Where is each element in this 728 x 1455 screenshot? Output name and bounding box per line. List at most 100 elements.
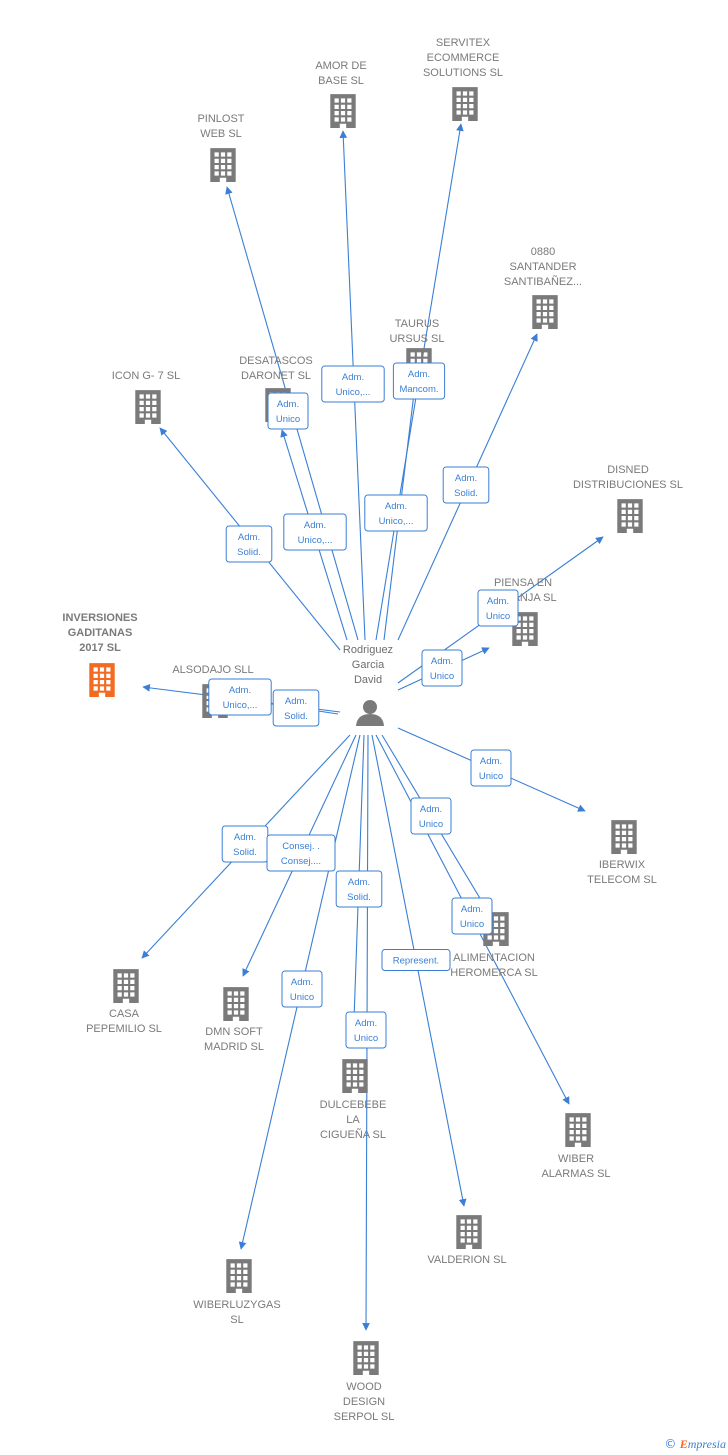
company-name: SANTIBAÑEZ... bbox=[504, 275, 582, 288]
role-badge-alsodajo[interactable]: Adm. Solid. bbox=[272, 689, 320, 727]
company-name: URSUS SL bbox=[389, 333, 444, 345]
role-badge-santander[interactable]: Adm.Solid. bbox=[442, 466, 490, 504]
company-name: IBERWIX bbox=[599, 859, 646, 871]
role-badge-iberwix[interactable]: Adm.Unico bbox=[470, 749, 512, 787]
company-name: PIENSA EN bbox=[494, 577, 552, 589]
building-icon bbox=[532, 295, 558, 329]
role-badge-inversiones[interactable]: Adm.Unico,... bbox=[208, 678, 272, 716]
role-badge-disned[interactable]: Adm.Unico bbox=[477, 589, 519, 627]
building-icon bbox=[89, 663, 115, 697]
role-badge-dmn-soft[interactable]: Consej. .Consej.... bbox=[266, 834, 336, 872]
role-label: Unico,... bbox=[336, 387, 371, 398]
company-node-alsodajo[interactable]: ALSODAJO SLL bbox=[172, 664, 254, 718]
role-badge-taurus[interactable]: Adm. Unico,... bbox=[364, 494, 428, 532]
person-name: Garcia bbox=[352, 659, 385, 671]
role-label: Adm. bbox=[285, 696, 307, 707]
role-label: Adm. bbox=[420, 804, 442, 815]
company-name: ALIMENTACION bbox=[453, 952, 535, 964]
role-label: Unico bbox=[460, 919, 484, 930]
building-icon bbox=[342, 1059, 368, 1093]
role-label: Represent. bbox=[393, 956, 439, 967]
role-badge-dulcebebe[interactable]: Adm.Solid. bbox=[335, 870, 383, 908]
company-node-desatascos[interactable]: DESATASCOS DARONET SL bbox=[239, 355, 313, 422]
role-badge-wood-design[interactable]: Adm.Unico bbox=[345, 1011, 387, 1049]
footer-brand: © Empresia bbox=[664, 1437, 726, 1452]
company-name: DESIGN bbox=[343, 1396, 385, 1408]
company-name: VALDERION SL bbox=[427, 1254, 506, 1266]
role-badge-desatascos[interactable]: Adm.Unico bbox=[267, 392, 309, 430]
company-node-alimentacion[interactable]: ALIMENTACION HEROMERCA SL bbox=[450, 912, 538, 979]
role-label: Unico bbox=[354, 1033, 378, 1044]
company-name: HEROMERCA SL bbox=[450, 967, 537, 979]
role-badge-casa-pepemilio[interactable]: Adm.Solid. bbox=[221, 825, 269, 863]
company-node-valderion[interactable]: VALDERION SL bbox=[427, 1215, 507, 1266]
company-node-santander[interactable]: 0880SANTANDERSANTIBAÑEZ... bbox=[504, 246, 582, 329]
company-node-amor-de-base[interactable]: AMOR DE BASE SL bbox=[315, 60, 367, 128]
company-name: AMOR DE bbox=[315, 60, 366, 72]
company-name: PEPEMILIO SL bbox=[86, 1023, 162, 1035]
role-badge-piensa[interactable]: Adm.Unico bbox=[421, 649, 463, 687]
role-badge-wiber-alarmas[interactable]: Adm. Unico bbox=[451, 897, 493, 935]
company-name: DMN SOFT bbox=[205, 1026, 263, 1038]
role-label: Unico,... bbox=[379, 516, 414, 527]
company-name: TAURUS bbox=[395, 318, 439, 330]
role-label: Adm. bbox=[461, 904, 483, 915]
company-name: SERVITEX bbox=[436, 37, 491, 49]
role-badge-servitex[interactable]: Adm.Mancom. bbox=[392, 362, 446, 400]
role-badge-wiberluzygas[interactable]: Adm.Unico bbox=[281, 970, 323, 1008]
company-node-wood-design[interactable]: WOOD DESIGN SERPOL SL bbox=[334, 1341, 395, 1423]
company-node-casa-pepemilio[interactable]: CASA PEPEMILIO SL bbox=[86, 969, 162, 1035]
company-name: CASA bbox=[109, 1008, 140, 1020]
building-icon bbox=[456, 1215, 482, 1249]
role-badge-alimentacion[interactable]: Adm.Unico bbox=[410, 797, 452, 835]
company-name: 2017 SL bbox=[79, 642, 121, 654]
company-node-icon-g7[interactable]: ICON G- 7 SL bbox=[112, 370, 180, 424]
copyright-symbol: © bbox=[664, 1437, 677, 1451]
role-label: Consej. . bbox=[282, 841, 320, 852]
company-name: DARONET SL bbox=[241, 370, 311, 382]
role-label: Adm. bbox=[385, 501, 407, 512]
company-node-taurus[interactable]: TAURUS URSUS SL bbox=[389, 318, 445, 382]
company-name: SOLUTIONS SL bbox=[423, 67, 503, 79]
company-name: WEB SL bbox=[200, 128, 242, 140]
company-name: BASE SL bbox=[318, 75, 364, 87]
company-name: WOOD bbox=[346, 1381, 381, 1393]
role-label: Unico bbox=[486, 611, 510, 622]
person-icon bbox=[356, 700, 384, 726]
building-icon bbox=[223, 987, 249, 1021]
role-label: Unico bbox=[276, 414, 300, 425]
role-badge-icon-g7[interactable]: Adm.Solid. bbox=[225, 525, 273, 563]
role-label: Unico,... bbox=[298, 535, 333, 546]
company-name: ALSODAJO SLL bbox=[172, 664, 253, 676]
building-icon bbox=[611, 820, 637, 854]
role-badge-amor-de-base[interactable]: Adm. Unico,... bbox=[321, 365, 385, 403]
role-label: Solid. bbox=[284, 711, 308, 722]
role-badge-valderion[interactable]: Represent. bbox=[381, 949, 451, 971]
role-badge-pinlost[interactable]: Adm. Unico,... bbox=[283, 513, 347, 551]
company-name: INVERSIONES bbox=[62, 612, 137, 624]
role-label: Adm. bbox=[304, 520, 326, 531]
role-label: Unico bbox=[430, 671, 454, 682]
role-label: Adm. bbox=[455, 473, 477, 484]
role-label: Solid. bbox=[237, 547, 261, 558]
role-label: Adm. bbox=[342, 372, 364, 383]
building-icon bbox=[210, 148, 236, 182]
company-name: SERPOL SL bbox=[334, 1411, 395, 1423]
company-name: SL bbox=[230, 1314, 243, 1326]
role-label: Adm. bbox=[348, 877, 370, 888]
company-name: DISNED bbox=[607, 464, 649, 476]
building-icon bbox=[113, 969, 139, 1003]
company-name: DESATASCOS bbox=[239, 355, 313, 367]
role-label: Adm. bbox=[408, 369, 430, 380]
